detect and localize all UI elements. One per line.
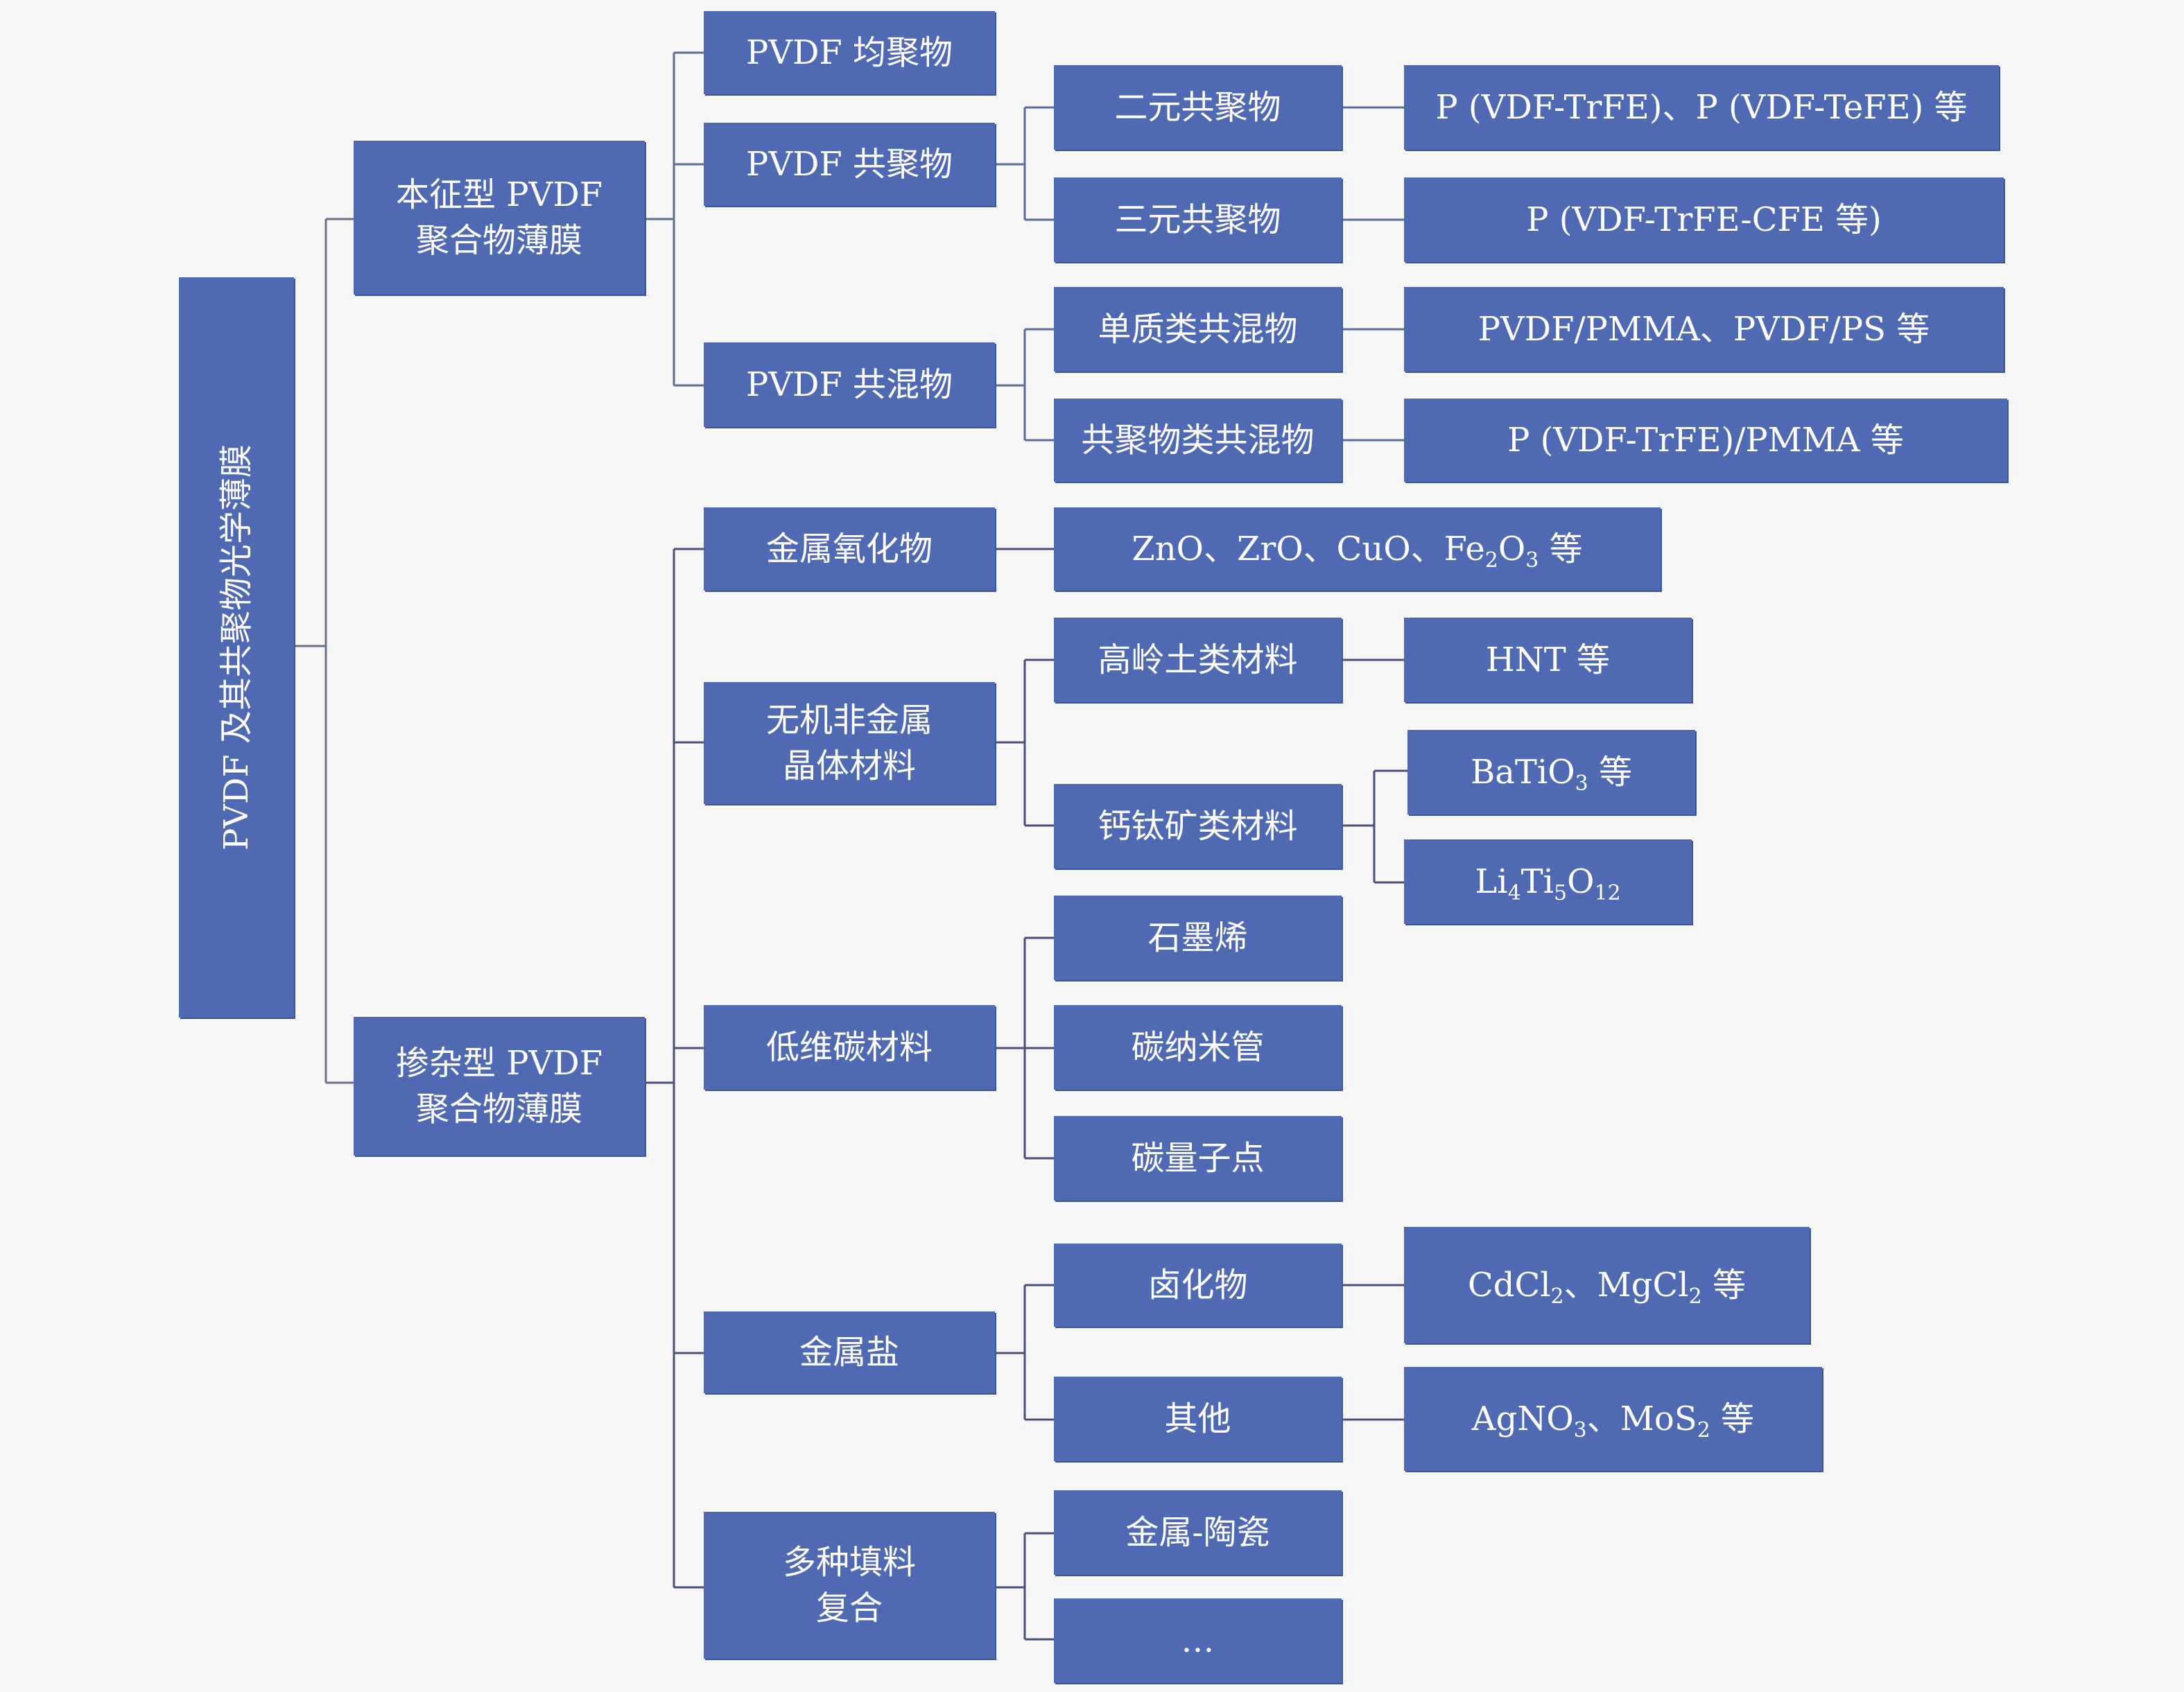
connector-examples-intrinsic bbox=[1342, 106, 1404, 442]
node-ternary-examples: P (VDF-TrFE-CFE 等) bbox=[1404, 177, 2004, 262]
node-graphene-label: 石墨烯 bbox=[1147, 918, 1248, 957]
node-homopolymer-label: PVDF 均聚物 bbox=[745, 33, 953, 72]
node-homopolymer: PVDF 均聚物 bbox=[704, 11, 995, 94]
node-kaolin-label: 高岭土类材料 bbox=[1098, 640, 1298, 679]
node-metal-salt-label: 金属盐 bbox=[799, 1333, 899, 1372]
node-perovskite-example-1-label: BaTiO3 等 bbox=[1471, 753, 1632, 796]
node-multi-filler: 多种填料 复合 bbox=[704, 1512, 995, 1659]
connector-metal-salt bbox=[995, 1284, 1054, 1421]
node-kaolin-examples-label: HNT 等 bbox=[1485, 640, 1611, 679]
node-halide-examples: CdCl2、MgCl2 等 bbox=[1404, 1227, 1810, 1343]
connector-multi-filler bbox=[995, 1532, 1054, 1641]
node-carbon: 低维碳材料 bbox=[704, 1005, 995, 1090]
node-ternary: 三元共聚物 bbox=[1054, 177, 1342, 262]
node-perovskite: 钙钛矿类材料 bbox=[1054, 784, 1342, 869]
node-ternary-examples-label: P (VDF-TrFE-CFE 等) bbox=[1526, 200, 1882, 239]
node-halide: 卤化物 bbox=[1054, 1244, 1342, 1327]
node-halide-examples-label: CdCl2、MgCl2 等 bbox=[1468, 1266, 1746, 1309]
node-ellipsis-label: … bbox=[1181, 1621, 1215, 1660]
node-copolymer-blend: 共聚物类共混物 bbox=[1054, 399, 1342, 482]
node-metal-ceramic: 金属-陶瓷 bbox=[1054, 1490, 1342, 1575]
node-ellipsis: … bbox=[1054, 1598, 1342, 1683]
node-binary-label: 二元共聚物 bbox=[1114, 88, 1281, 127]
node-other-examples-label: AgNO3、MoS2 等 bbox=[1471, 1399, 1755, 1442]
node-graphene: 石墨烯 bbox=[1054, 896, 1342, 980]
node-root-label: PVDF 及其共聚物光学薄膜 bbox=[217, 444, 257, 851]
node-binary-examples: P (VDF-TrFE)、P (VDF-TeFE) 等 bbox=[1404, 65, 1999, 150]
node-metal-oxide: 金属氧化物 bbox=[704, 507, 995, 591]
node-root: PVDF 及其共聚物光学薄膜 bbox=[179, 277, 294, 1018]
node-intrinsic: 本征型 PVDF 聚合物薄膜 bbox=[354, 141, 645, 295]
node-binary-examples-label: P (VDF-TrFE)、P (VDF-TeFE) 等 bbox=[1435, 88, 1968, 127]
node-other: 其他 bbox=[1054, 1377, 1342, 1461]
connector-perovskite bbox=[1342, 769, 1407, 884]
node-intrinsic-label: 本征型 PVDF 聚合物薄膜 bbox=[395, 175, 603, 260]
connector-copolymer bbox=[995, 106, 1054, 221]
node-copolymer-blend-examples: P (VDF-TrFE)/PMMA 等 bbox=[1404, 399, 2007, 482]
node-inorganic-label: 无机非金属 晶体材料 bbox=[765, 701, 933, 785]
node-cnt-label: 碳纳米管 bbox=[1131, 1028, 1265, 1067]
connector-intrinsic bbox=[645, 51, 704, 387]
node-copolymer: PVDF 共聚物 bbox=[704, 123, 995, 206]
node-binary: 二元共聚物 bbox=[1054, 65, 1342, 150]
node-metal-oxide-examples: ZnO、ZrO、CuO、Fe2O3 等 bbox=[1054, 507, 1661, 591]
connector-inorganic bbox=[995, 659, 1054, 827]
node-perovskite-example-2-label: Li4Ti5O12 bbox=[1475, 862, 1621, 905]
connector-blend bbox=[995, 328, 1054, 442]
node-metal-salt: 金属盐 bbox=[704, 1311, 995, 1393]
node-blend-label: PVDF 共混物 bbox=[745, 365, 953, 404]
node-metal-oxide-examples-label: ZnO、ZrO、CuO、Fe2O3 等 bbox=[1132, 530, 1583, 573]
node-inorganic: 无机非金属 晶体材料 bbox=[704, 682, 995, 804]
node-doped-label: 掺杂型 PVDF 聚合物薄膜 bbox=[395, 1044, 603, 1128]
connector-doped bbox=[645, 548, 704, 1589]
node-kaolin-examples: HNT 等 bbox=[1404, 618, 1692, 702]
node-other-label: 其他 bbox=[1164, 1399, 1231, 1438]
node-doped: 掺杂型 PVDF 聚合物薄膜 bbox=[354, 1017, 645, 1155]
connector-lines bbox=[294, 51, 1407, 1641]
node-metal-oxide-label: 金属氧化物 bbox=[765, 530, 933, 568]
connector-root bbox=[294, 218, 354, 1084]
connector-carbon bbox=[995, 936, 1054, 1160]
node-multi-filler-label: 多种填料 复合 bbox=[782, 1543, 916, 1628]
node-ternary-label: 三元共聚物 bbox=[1114, 200, 1281, 239]
node-halide-label: 卤化物 bbox=[1147, 1266, 1248, 1305]
node-blend: PVDF 共混物 bbox=[704, 342, 995, 427]
node-copolymer-blend-label: 共聚物类共混物 bbox=[1081, 421, 1315, 460]
node-other-examples: AgNO3、MoS2 等 bbox=[1404, 1367, 1822, 1471]
node-perovskite-example-2: Li4Ti5O12 bbox=[1404, 839, 1692, 924]
node-cnt: 碳纳米管 bbox=[1054, 1005, 1342, 1090]
node-kaolin: 高岭土类材料 bbox=[1054, 618, 1342, 702]
node-simple-blend: 单质类共混物 bbox=[1054, 287, 1342, 372]
node-metal-ceramic-label: 金属-陶瓷 bbox=[1125, 1513, 1270, 1552]
node-carbon-label: 低维碳材料 bbox=[765, 1028, 933, 1067]
node-simple-blend-examples-label: PVDF/PMMA、PVDF/PS 等 bbox=[1477, 310, 1930, 349]
node-simple-blend-label: 单质类共混物 bbox=[1098, 310, 1298, 349]
node-perovskite-example-1: BaTiO3 等 bbox=[1407, 730, 1695, 814]
node-cqd-label: 碳量子点 bbox=[1131, 1139, 1265, 1178]
node-copolymer-label: PVDF 共聚物 bbox=[745, 145, 953, 184]
node-simple-blend-examples: PVDF/PMMA、PVDF/PS 等 bbox=[1404, 287, 2004, 372]
node-copolymer-blend-examples-label: P (VDF-TrFE)/PMMA 等 bbox=[1507, 421, 1904, 460]
node-perovskite-label: 钙钛矿类材料 bbox=[1098, 807, 1298, 846]
node-cqd: 碳量子点 bbox=[1054, 1116, 1342, 1201]
